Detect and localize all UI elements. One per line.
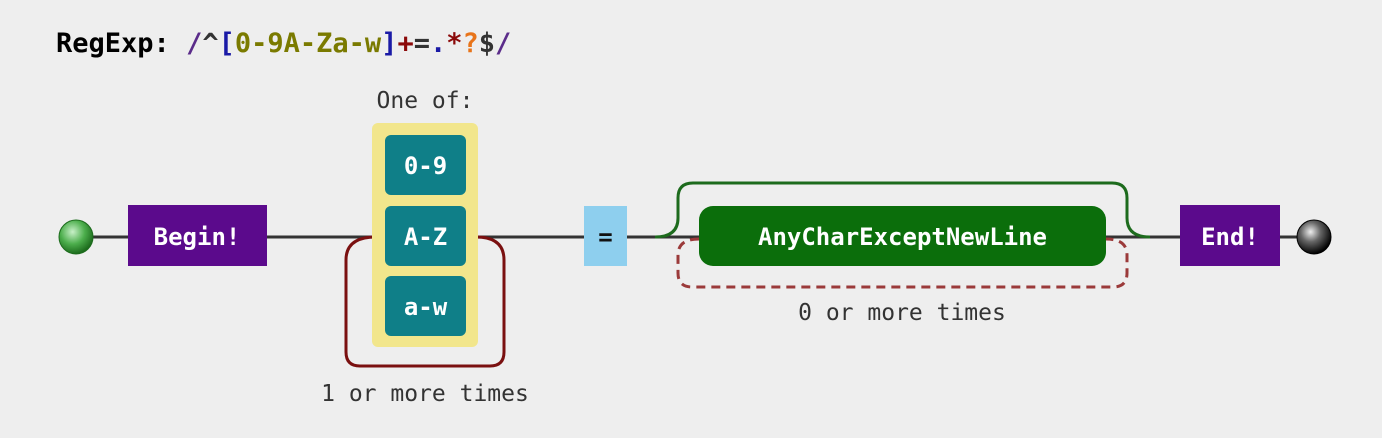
class-item-digits: 0-9 [404, 152, 447, 180]
one-or-more-label: 1 or more times [321, 381, 529, 407]
class-label: One of: [377, 88, 474, 114]
class-item-box [385, 276, 466, 336]
end-node: End! [1180, 205, 1280, 266]
regex-token: 0-9A-Za-w [234, 28, 382, 59]
regex-token: + [397, 28, 414, 59]
regex-token: [ [218, 28, 235, 59]
regex-token: * [446, 28, 463, 59]
end-label: End! [1201, 223, 1259, 251]
regex-token: / [186, 28, 203, 59]
class-item-box [385, 135, 466, 195]
end-terminal [1296, 219, 1332, 255]
class-item-lowercase: a-w [404, 293, 448, 321]
end-box [1180, 205, 1280, 266]
char-class-group: One of: 0-9 A-Z a-w [372, 88, 478, 347]
literal-box [584, 206, 627, 266]
regex-label: RegExp: [56, 28, 170, 59]
regex-token: ] [381, 28, 398, 59]
regex-token: / [495, 28, 512, 59]
begin-box [128, 205, 267, 266]
zero-or-more-label: 0 or more times [798, 300, 1006, 326]
regex-token: ? [462, 28, 479, 59]
regex-token: $ [478, 28, 496, 59]
loop-one-or-more [344, 235, 506, 368]
any-char-label: AnyCharExceptNewLine [758, 223, 1047, 251]
regex-token: ^ [202, 28, 219, 59]
start-terminal [58, 219, 94, 255]
regex-token: . [429, 28, 447, 59]
regex-token: = [413, 28, 430, 59]
begin-node: Begin! [128, 205, 267, 266]
any-char-node: AnyCharExceptNewLine [699, 206, 1106, 266]
class-item-uppercase: A-Z [404, 223, 447, 251]
skip-bracket [654, 181, 1151, 239]
literal-node: = [584, 206, 627, 266]
literal-label: = [598, 223, 612, 251]
class-item-box [385, 206, 466, 266]
loop-zero-or-more [676, 237, 1129, 289]
any-char-box [699, 206, 1106, 266]
begin-label: Begin! [154, 223, 241, 251]
regex-title: RegExp: /^[0-9A-Za-w]+=.*?$/ [56, 28, 511, 59]
regex-pattern: /^[0-9A-Za-w]+=.*?$/ [186, 28, 511, 59]
